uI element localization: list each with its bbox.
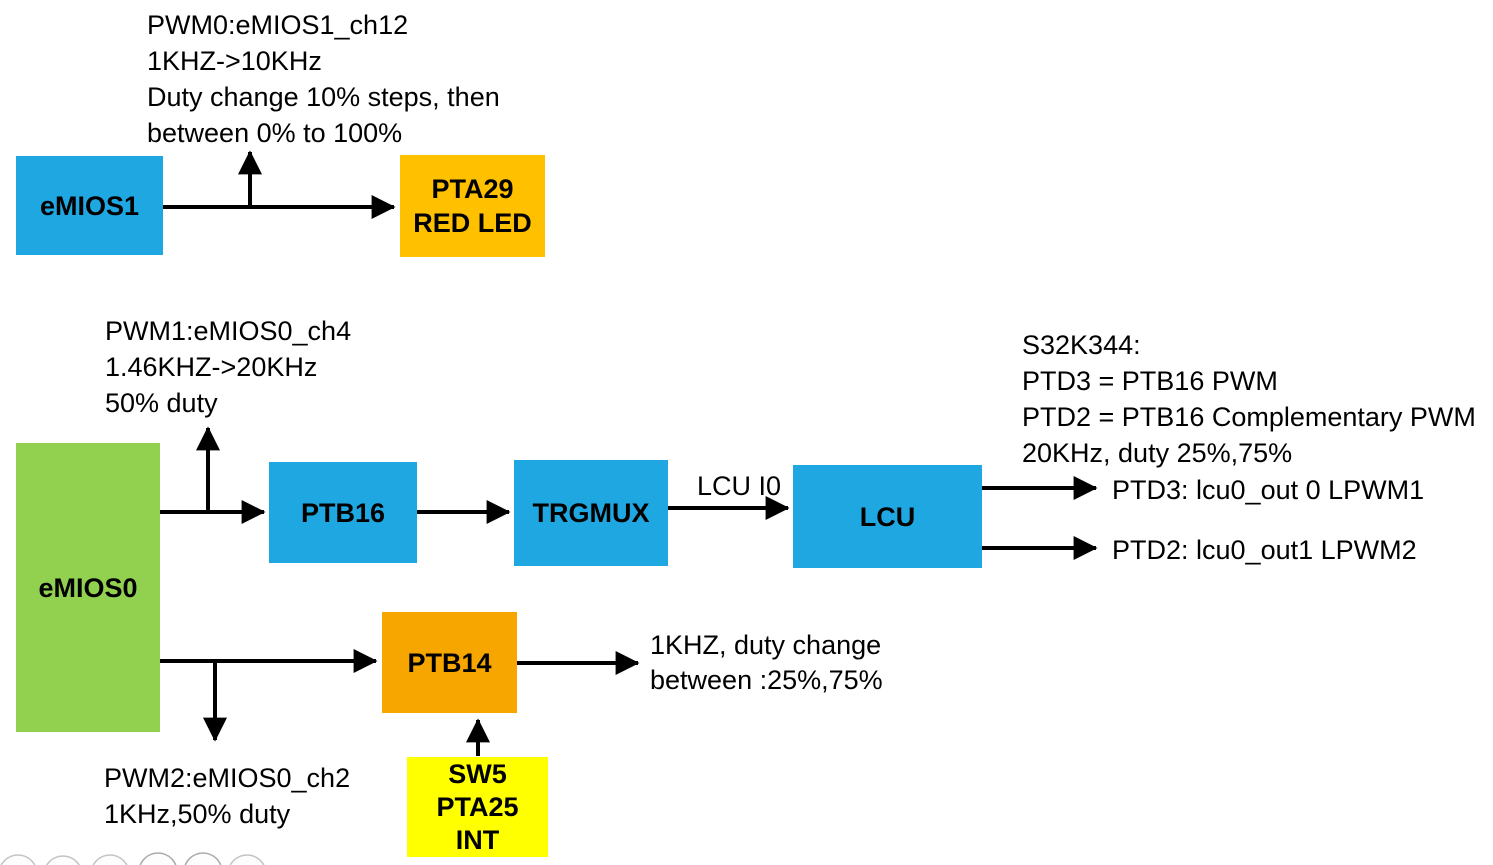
pta29-label-line: PTA29	[431, 174, 514, 204]
note-line: PWM0:eMIOS1_ch12	[147, 10, 409, 40]
bottom-partial-circles	[0, 852, 265, 865]
ptb14-output-note: 1KHZ, duty change between :25%,75%	[650, 628, 883, 698]
ptb14-box: PTB14	[382, 612, 517, 713]
trgmux-label: TRGMUX	[532, 498, 650, 528]
note-line: LCU I0	[697, 471, 782, 501]
lcu-label: LCU	[859, 501, 916, 532]
note-line: 50% duty	[105, 388, 218, 418]
pwm1-note: PWM1:eMIOS0_ch4 1.46KHZ->20KHz 50% duty	[105, 313, 351, 421]
note-line: 1KHz,50% duty	[104, 799, 291, 829]
note-line: between 0% to 100%	[147, 118, 403, 148]
trgmux-box: TRGMUX	[514, 460, 668, 566]
ptd2-output-label: PTD2: lcu0_out1 LPWM2	[1112, 532, 1417, 568]
note-line: Duty change 10% steps, then	[147, 82, 500, 112]
note-line: PTD3: lcu0_out 0 LPWM1	[1112, 475, 1425, 505]
ptb16-box: PTB16	[269, 462, 417, 563]
ptb14-label: PTB14	[407, 647, 492, 678]
pwm0-note: PWM0:eMIOS1_ch12 1KHZ->10KHz Duty change…	[147, 7, 500, 151]
note-line: S32K344:	[1022, 330, 1141, 360]
note-line: PTD2 = PTB16 Complementary PWM	[1022, 402, 1476, 432]
lcu-i0-label: LCU I0	[697, 468, 781, 504]
emios0-label: eMIOS0	[38, 572, 138, 603]
emios1-box: eMIOS1	[16, 156, 163, 255]
sw5-label-line: PTA25	[436, 791, 519, 822]
pta29-red-led-box: PTA29 RED LED	[400, 155, 545, 257]
emios1-label: eMIOS1	[39, 190, 140, 221]
note-line: PWM2:eMIOS0_ch2	[104, 763, 351, 793]
ptd3-output-label: PTD3: lcu0_out 0 LPWM1	[1112, 472, 1424, 508]
note-line: 1KHZ->10KHz	[147, 46, 322, 76]
sw5-box: SW5 PTA25 INT	[407, 757, 548, 857]
sw5-label-line: SW5	[448, 758, 507, 789]
note-line: 1.46KHZ->20KHz	[105, 352, 318, 382]
note-line: PTD2: lcu0_out1 LPWM2	[1112, 535, 1417, 565]
ptb16-label: PTB16	[300, 497, 386, 528]
emios0-box: eMIOS0	[16, 443, 160, 732]
pta29-label-line: RED LED	[413, 208, 532, 238]
note-line: 20KHz, duty 25%,75%	[1022, 438, 1293, 468]
lcu-box: LCU	[793, 465, 982, 568]
note-line: between :25%,75%	[650, 665, 883, 695]
s32k344-note: S32K344: PTD3 = PTB16 PWM PTD2 = PTB16 C…	[1022, 327, 1476, 471]
note-line: PWM1:eMIOS0_ch4	[105, 316, 352, 346]
pwm2-note: PWM2:eMIOS0_ch2 1KHz,50% duty	[104, 760, 350, 832]
note-line: 1KHZ, duty change	[650, 630, 882, 660]
note-line: PTD3 = PTB16 PWM	[1022, 366, 1278, 396]
sw5-label-line: INT	[455, 824, 500, 855]
